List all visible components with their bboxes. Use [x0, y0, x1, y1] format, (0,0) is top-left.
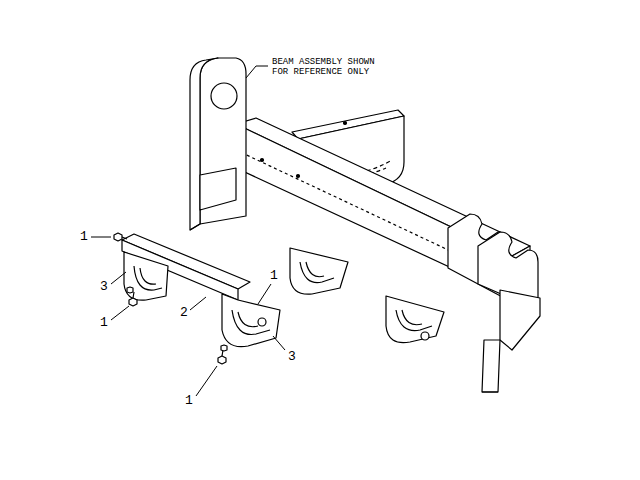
mounted-bracket [290, 248, 444, 343]
angle-bar [122, 234, 250, 300]
bolt [114, 233, 227, 364]
callout-number: 3 [287, 350, 297, 364]
leader-line [91, 66, 285, 396]
end-plate [190, 58, 246, 230]
note-text: BEAM ASSEMBLY SHOWN FOR REFERENCE ONLY [272, 58, 384, 78]
end-plates-slotted [448, 214, 540, 392]
callout-number: 1 [184, 394, 194, 408]
callout-number: 1 [99, 316, 109, 330]
hanger-bracket [124, 252, 280, 347]
callout-number: 3 [99, 280, 109, 294]
callout-number: 2 [179, 306, 189, 320]
callout-number: 1 [79, 230, 89, 244]
callout-number: 1 [269, 269, 279, 283]
